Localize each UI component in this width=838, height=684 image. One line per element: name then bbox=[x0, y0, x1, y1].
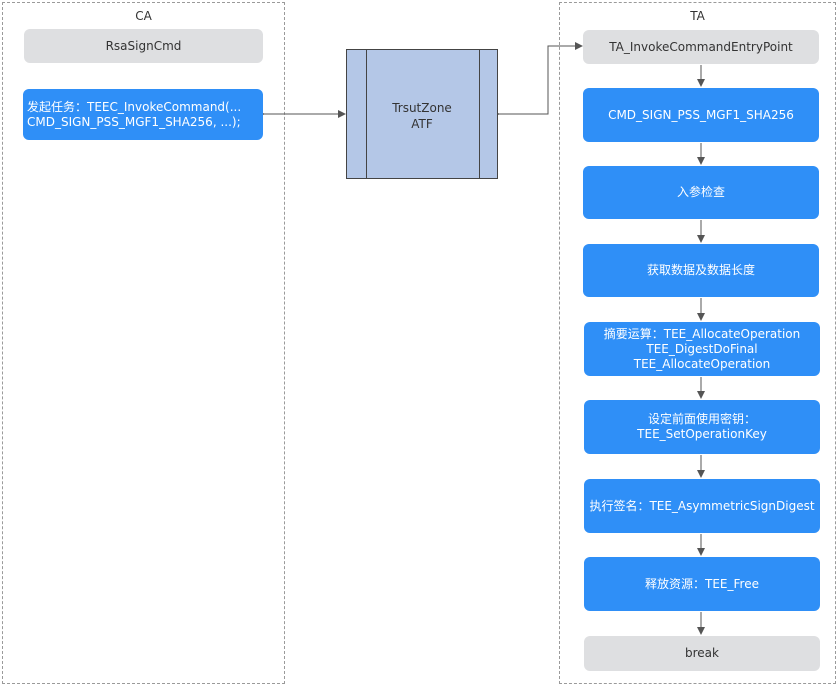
ta-step-digest: 摘要运算：TEE_AllocateOperation TEE_DigestDoF… bbox=[584, 322, 820, 376]
ta-lane-title: TA bbox=[690, 9, 705, 23]
tz-ta-connector bbox=[492, 42, 583, 118]
trustzone-label: TrsutZone ATF bbox=[347, 100, 497, 132]
ca-invoke-task-line1: 发起任务：TEEC_InvokeCommand(... bbox=[27, 99, 242, 114]
ca-lane-title: CA bbox=[135, 9, 152, 23]
ta-step-set-key: 设定前面使用密钥： TEE_SetOperationKey bbox=[584, 400, 820, 454]
ta-step-free: 释放资源：TEE_Free bbox=[584, 557, 820, 611]
ta-step-cmd: CMD_SIGN_PSS_MGF1_SHA256 bbox=[583, 88, 819, 142]
trustzone-left-bar bbox=[366, 50, 367, 178]
trustzone-label-line1: TrsutZone bbox=[392, 101, 452, 115]
ca-invoke-task: 发起任务：TEEC_InvokeCommand(... CMD_SIGN_PSS… bbox=[23, 89, 263, 140]
trustzone-right-bar bbox=[479, 50, 480, 178]
trustzone-label-line2: ATF bbox=[411, 117, 433, 131]
ca-rsa-sign-cmd: RsaSignCmd bbox=[24, 29, 263, 63]
ta-step-sign: 执行签名：TEE_AsymmetricSignDigest bbox=[584, 479, 820, 533]
ta-entry-point: TA_InvokeCommandEntryPoint bbox=[583, 30, 819, 64]
trustzone-block: TrsutZone ATF bbox=[346, 49, 498, 179]
ta-step-get-data: 获取数据及数据长度 bbox=[583, 244, 819, 297]
ta-break: break bbox=[584, 636, 820, 671]
ta-step-param-check: 入参检查 bbox=[583, 166, 819, 219]
ca-invoke-task-line2: CMD_SIGN_PSS_MGF1_SHA256, ...); bbox=[27, 114, 241, 129]
